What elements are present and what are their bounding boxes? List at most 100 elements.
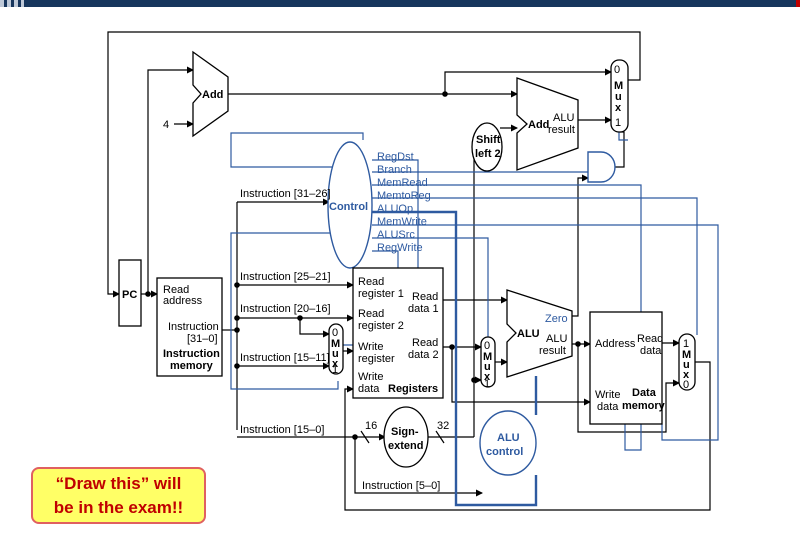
imem-read-address-2: address — [163, 295, 203, 307]
exam-note-line-1: “Draw this” will — [55, 474, 182, 493]
dmem-read-2: data — [640, 345, 662, 357]
signal-memread: MemRead — [377, 177, 428, 189]
branch-adder-result-2: result — [548, 124, 575, 136]
sign-extend-in-bits: 16 — [365, 420, 377, 432]
junction-dots — [145, 91, 581, 440]
reg-rr2-2: register 2 — [358, 320, 404, 332]
mux-alusrc-m: M — [483, 351, 492, 363]
signal-aluop: ALUOp — [377, 203, 413, 215]
reg-rd1-1: Read — [412, 291, 438, 303]
mux-pc-source-x: x — [615, 102, 622, 114]
mux-memtoreg-in1: 1 — [683, 338, 689, 350]
signal-branch: Branch — [377, 164, 412, 176]
signal-memwrite: MemWrite — [377, 216, 427, 228]
reg-rr1-2: register 1 — [358, 288, 404, 300]
pc-adder — [192, 50, 229, 138]
signal-alusrc: ALUSrc — [377, 229, 415, 241]
field-20-16: Instruction [20–16] — [240, 303, 331, 315]
field-5-0: Instruction [5–0] — [362, 480, 440, 492]
mux-memtoreg-in0: 0 — [683, 379, 689, 391]
mux-pc-source-u: u — [615, 91, 622, 103]
dmem-write-1: Write — [595, 389, 620, 401]
alu-result-1: ALU — [546, 333, 567, 345]
dmem-write-2: data — [597, 401, 619, 413]
field-15-0: Instruction [15–0] — [240, 424, 324, 436]
imem-read-address-1: Read — [163, 284, 189, 296]
dmem-address: Address — [595, 338, 636, 350]
sign-extend — [383, 406, 429, 468]
field-15-11: Instruction [15–11] — [240, 352, 330, 364]
slide-top-bar-marks — [0, 0, 24, 7]
dmem-title-1: Data — [632, 387, 657, 399]
mux-alusrc-x: x — [484, 371, 491, 383]
reg-wd-1: Write — [358, 371, 383, 383]
mux-alusrc-in1: 1 — [484, 378, 490, 390]
reg-title: Registers — [388, 383, 438, 395]
mux-regdst-in1: 1 — [332, 364, 338, 376]
sign-extend-2: extend — [388, 440, 423, 452]
dmem-title-2: memory — [622, 400, 666, 412]
shift-left-2 — [471, 122, 503, 172]
control-label: Control — [329, 201, 368, 213]
field-31-26: Instruction [31–26] — [240, 188, 331, 200]
alu-zero: Zero — [545, 313, 568, 325]
dmem-read-1: Read — [637, 333, 663, 345]
pc-register — [118, 259, 142, 327]
exam-note-line-2: be in the exam!! — [53, 498, 184, 517]
alu-label: ALU — [517, 328, 540, 340]
mux-pc-source-m: M — [614, 80, 623, 92]
mux-memtoreg-x: x — [683, 369, 690, 381]
mux-regdst-u: u — [332, 348, 339, 360]
mux-regdst-m: M — [331, 338, 340, 350]
shift-label-1: Shift — [476, 134, 501, 146]
mux-regdst-x: x — [332, 358, 339, 370]
reg-rr1-1: Read — [358, 276, 384, 288]
mux-alusrc-in0: 0 — [484, 340, 490, 352]
reg-wr-2: register — [358, 353, 395, 365]
alu-control-2: control — [486, 446, 523, 458]
mux-memtoreg — [678, 333, 696, 391]
mux-pc-source-in1: 1 — [615, 117, 621, 129]
imem-title-1: Instruction — [163, 348, 220, 360]
instruction-memory — [156, 277, 223, 377]
data-memory — [589, 311, 663, 425]
branch-adder — [516, 77, 579, 171]
control-unit — [327, 141, 373, 269]
pc-label: PC — [122, 289, 137, 301]
reg-wr-1: Write — [358, 341, 383, 353]
mux-memtoreg-u: u — [683, 359, 690, 371]
branch-adder-label: Add — [528, 119, 549, 131]
branch-adder-result-1: ALU — [553, 112, 574, 124]
signal-regwrite: RegWrite — [377, 242, 423, 254]
alu-control-1: ALU — [497, 432, 520, 444]
alu-result-2: result — [539, 345, 566, 357]
reg-wd-2: data — [358, 383, 380, 395]
sign-extend-out-bits: 32 — [437, 420, 449, 432]
const-four: 4 — [163, 119, 169, 131]
mux-pc-source-in0: 0 — [614, 64, 620, 76]
mux-regdst-in0: 0 — [332, 327, 338, 339]
mux-alusrc-u: u — [484, 361, 491, 373]
mux-pc-source — [610, 59, 629, 133]
exam-note: “Draw this” will be in the exam!! — [31, 467, 206, 524]
slide-top-bar-accent — [796, 0, 800, 7]
imem-instruction-1: Instruction — [168, 321, 219, 333]
pc-adder-label: Add — [202, 89, 223, 101]
reg-rd2-1: Read — [412, 337, 438, 349]
signal-regdst: RegDst — [377, 151, 414, 163]
branch-and-gate — [587, 151, 616, 183]
reg-rr2-1: Read — [358, 308, 384, 320]
reg-rd1-2: data 1 — [408, 303, 439, 315]
mux-regdst — [328, 323, 344, 375]
alu — [506, 289, 573, 378]
imem-title-2: memory — [170, 360, 214, 372]
signal-memtoreg: MemtoReg — [377, 190, 431, 202]
shift-label-2: left 2 — [475, 148, 501, 160]
alu-control — [479, 410, 537, 476]
slide-top-bar — [0, 0, 800, 7]
imem-instruction-2: [31–0] — [187, 333, 218, 345]
reg-rd2-2: data 2 — [408, 349, 439, 361]
control-signal-labels: RegDst Branch MemRead MemtoReg ALUOp Mem… — [377, 151, 431, 254]
sign-extend-1: Sign- — [391, 426, 419, 438]
